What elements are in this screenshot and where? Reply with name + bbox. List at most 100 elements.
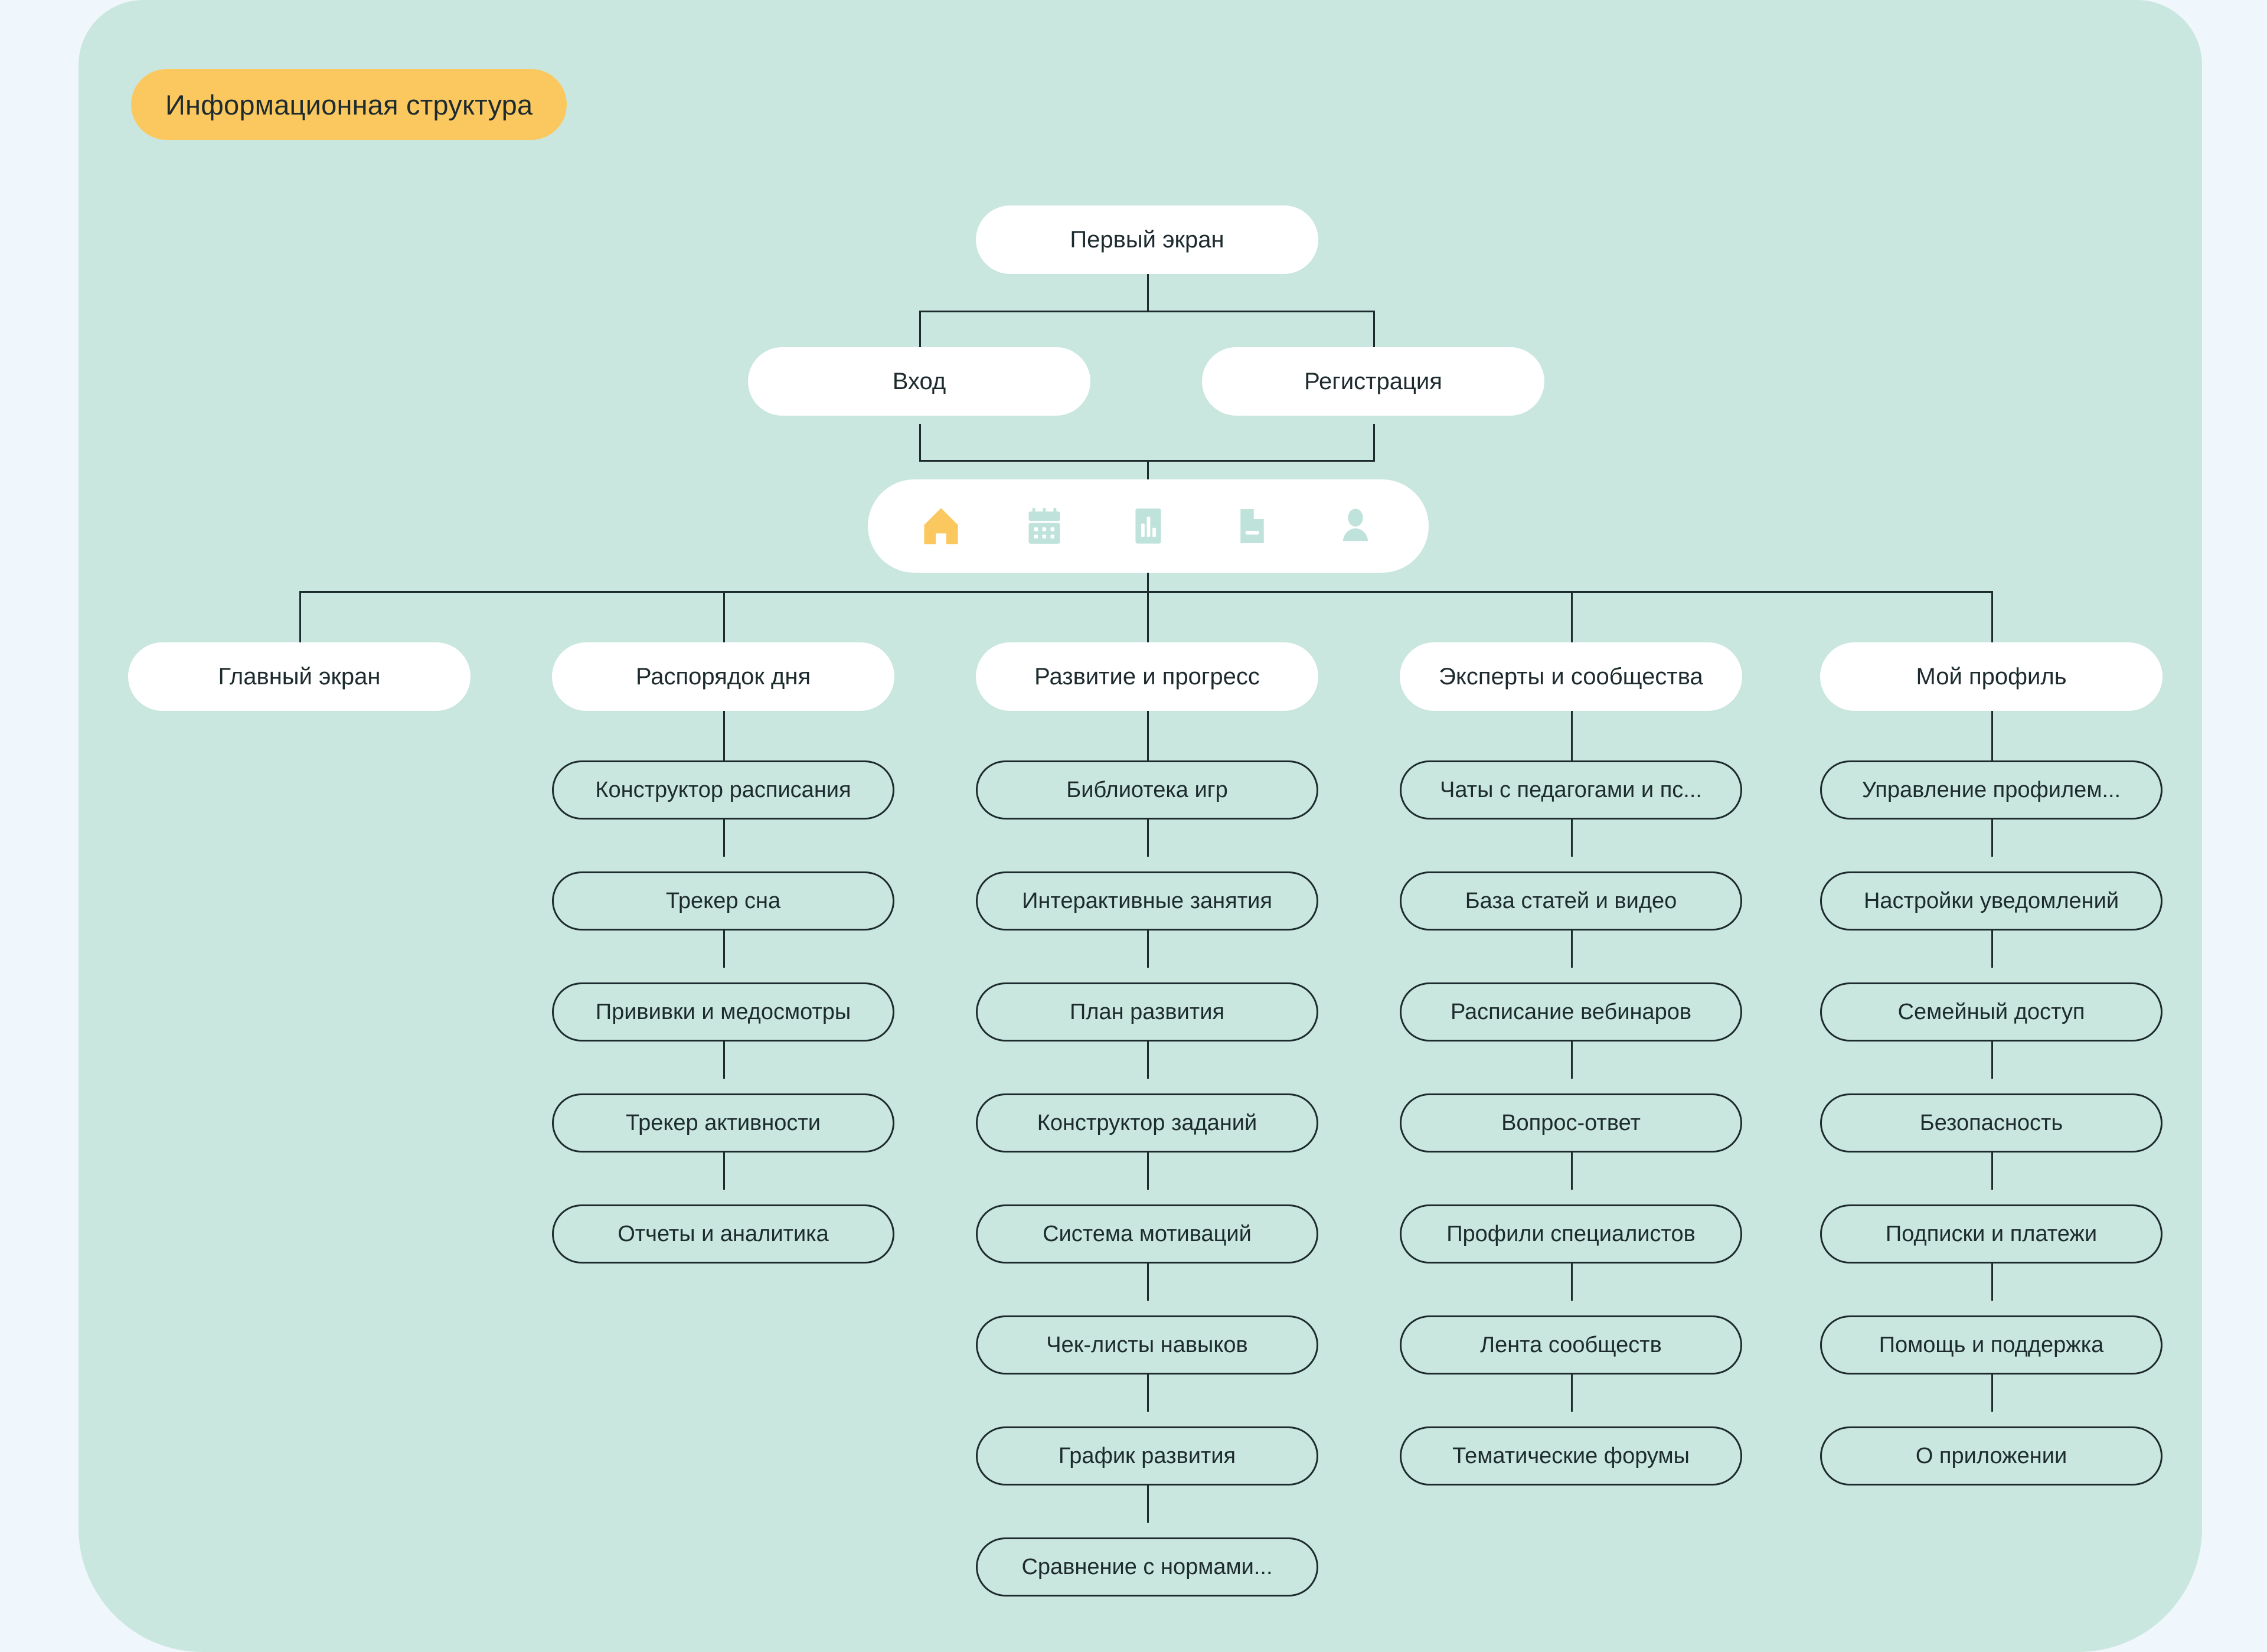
leaf-label: Чек-листы навыков: [1046, 1332, 1248, 1357]
page-title-badge: Информационная структура: [131, 69, 567, 140]
leaf-item[interactable]: Интерактивные занятия: [976, 871, 1318, 931]
person-icon[interactable]: [1330, 500, 1381, 552]
edge-c3-7: [1147, 1485, 1149, 1523]
section-header-experts[interactable]: Эксперты и сообщества: [1400, 642, 1742, 711]
leaf-label: Система мотиваций: [1043, 1221, 1252, 1246]
leaf-item[interactable]: Вопрос-ответ: [1400, 1093, 1742, 1153]
leaf-label: Настройки уведомлений: [1863, 888, 2119, 913]
edge-signup-down: [1373, 424, 1375, 461]
leaf-item[interactable]: Лента сообществ: [1400, 1315, 1742, 1375]
edge-c4-5: [1571, 1263, 1573, 1301]
edge-c3-4: [1147, 1152, 1149, 1190]
section-header-main-screen[interactable]: Главный экран: [128, 642, 471, 711]
leaf-item[interactable]: График развития: [976, 1426, 1318, 1486]
edge-c3-5: [1147, 1263, 1149, 1301]
leaf-item[interactable]: Расписание вебинаров: [1400, 982, 1742, 1042]
leaf-item[interactable]: Трекер активности: [552, 1093, 894, 1153]
leaf-label: О приложении: [1915, 1443, 2067, 1468]
edge-root-down: [1147, 274, 1149, 311]
edge-section-drop-4: [1991, 591, 1993, 642]
node-label: Развитие и прогресс: [1034, 663, 1260, 690]
leaf-item[interactable]: Помощь и поддержка: [1820, 1315, 2163, 1375]
node-login[interactable]: Вход: [748, 347, 1090, 416]
edge-c3-3: [1147, 1041, 1149, 1079]
node-signup[interactable]: Регистрация: [1202, 347, 1544, 416]
leaf-label: Семейный доступ: [1897, 999, 2085, 1024]
node-label: Главный экран: [218, 663, 381, 690]
leaf-item[interactable]: Отчеты и аналитика: [552, 1204, 894, 1264]
node-label: Мой профиль: [1916, 663, 2067, 690]
edge-c3-6: [1147, 1374, 1149, 1412]
edge-section-drop-0: [299, 591, 301, 642]
leaf-item[interactable]: План развития: [976, 982, 1318, 1042]
edge-sections-bus: [299, 591, 1991, 593]
leaf-label: Лента сообществ: [1480, 1332, 1662, 1357]
leaf-label: Подписки и платежи: [1885, 1221, 2098, 1246]
edge-section-drop-3: [1571, 591, 1573, 642]
edge-c5-1: [1991, 819, 1993, 857]
node-first-screen[interactable]: Первый экран: [976, 205, 1318, 274]
leaf-label: Трекер активности: [626, 1110, 821, 1135]
leaf-item[interactable]: Подписки и платежи: [1820, 1204, 2163, 1264]
leaf-item[interactable]: Чаты с педагогами и пс...: [1400, 760, 1742, 820]
leaf-item[interactable]: Система мотиваций: [976, 1204, 1318, 1264]
edge-section-drop-2: [1147, 591, 1149, 642]
leaf-item[interactable]: Конструктор расписания: [552, 760, 894, 820]
edge-c3-1: [1147, 819, 1149, 857]
edge-c4-0: [1571, 709, 1573, 760]
leaf-item[interactable]: База статей и видео: [1400, 871, 1742, 931]
section-header-development[interactable]: Развитие и прогресс: [976, 642, 1318, 711]
edge-login-down: [919, 424, 921, 461]
leaf-label: Сравнение с нормами...: [1021, 1554, 1273, 1579]
edge-c2-1: [723, 819, 725, 857]
edge-tabbar-exit: [1147, 572, 1149, 592]
edge-c2-3: [723, 1041, 725, 1079]
leaf-label: План развития: [1069, 999, 1225, 1024]
edge-c4-4: [1571, 1152, 1573, 1190]
leaf-item[interactable]: Настройки уведомлений: [1820, 871, 2163, 931]
edge-c4-2: [1571, 930, 1573, 968]
leaf-label: Трекер сна: [665, 888, 781, 913]
node-label: Регистрация: [1304, 368, 1442, 394]
leaf-item[interactable]: Безопасность: [1820, 1093, 2163, 1153]
leaf-label: База статей и видео: [1465, 888, 1677, 913]
page-title: Информационная структура: [165, 89, 533, 120]
leaf-label: Тематические форумы: [1452, 1443, 1690, 1468]
leaf-label: Библиотека игр: [1066, 777, 1228, 802]
leaf-label: Конструктор заданий: [1037, 1110, 1257, 1135]
leaf-label: Помощь и поддержка: [1879, 1332, 2104, 1357]
document-icon[interactable]: [1226, 500, 1278, 552]
leaf-label: Безопасность: [1919, 1110, 2063, 1135]
edge-c4-6: [1571, 1374, 1573, 1412]
edge-c4-1: [1571, 819, 1573, 857]
bar-chart-icon[interactable]: [1122, 500, 1174, 552]
leaf-item[interactable]: Прививки и медосмотры: [552, 982, 894, 1042]
leaf-label: Расписание вебинаров: [1450, 999, 1692, 1024]
edge-c5-3: [1991, 1041, 1993, 1079]
leaf-item[interactable]: Тематические форумы: [1400, 1426, 1742, 1486]
home-icon[interactable]: [915, 500, 967, 552]
section-header-daily-routine[interactable]: Распорядок дня: [552, 642, 894, 711]
edge-section-drop-1: [723, 591, 725, 642]
leaf-item[interactable]: О приложении: [1820, 1426, 2163, 1486]
leaf-item[interactable]: Трекер сна: [552, 871, 894, 931]
leaf-label: Конструктор расписания: [595, 777, 851, 802]
leaf-item[interactable]: Библиотека игр: [976, 760, 1318, 820]
leaf-item[interactable]: Конструктор заданий: [976, 1093, 1318, 1153]
node-label: Вход: [892, 368, 946, 394]
edge-c5-4: [1991, 1152, 1993, 1190]
leaf-item[interactable]: Профили специалистов: [1400, 1204, 1742, 1264]
leaf-item[interactable]: Сравнение с нормами...: [976, 1537, 1318, 1597]
leaf-item[interactable]: Управление профилем...: [1820, 760, 2163, 820]
edge-c5-0: [1991, 709, 1993, 760]
leaf-label: Отчеты и аналитика: [618, 1221, 829, 1246]
edge-auth-right: [1373, 311, 1375, 348]
leaf-label: Вопрос-ответ: [1501, 1110, 1641, 1135]
leaf-item[interactable]: Семейный доступ: [1820, 982, 2163, 1042]
calendar-icon[interactable]: [1018, 500, 1070, 552]
tab-bar[interactable]: [868, 479, 1429, 573]
leaf-label: График развития: [1058, 1443, 1236, 1468]
section-header-profile[interactable]: Мой профиль: [1820, 642, 2163, 711]
leaf-item[interactable]: Чек-листы навыков: [976, 1315, 1318, 1375]
